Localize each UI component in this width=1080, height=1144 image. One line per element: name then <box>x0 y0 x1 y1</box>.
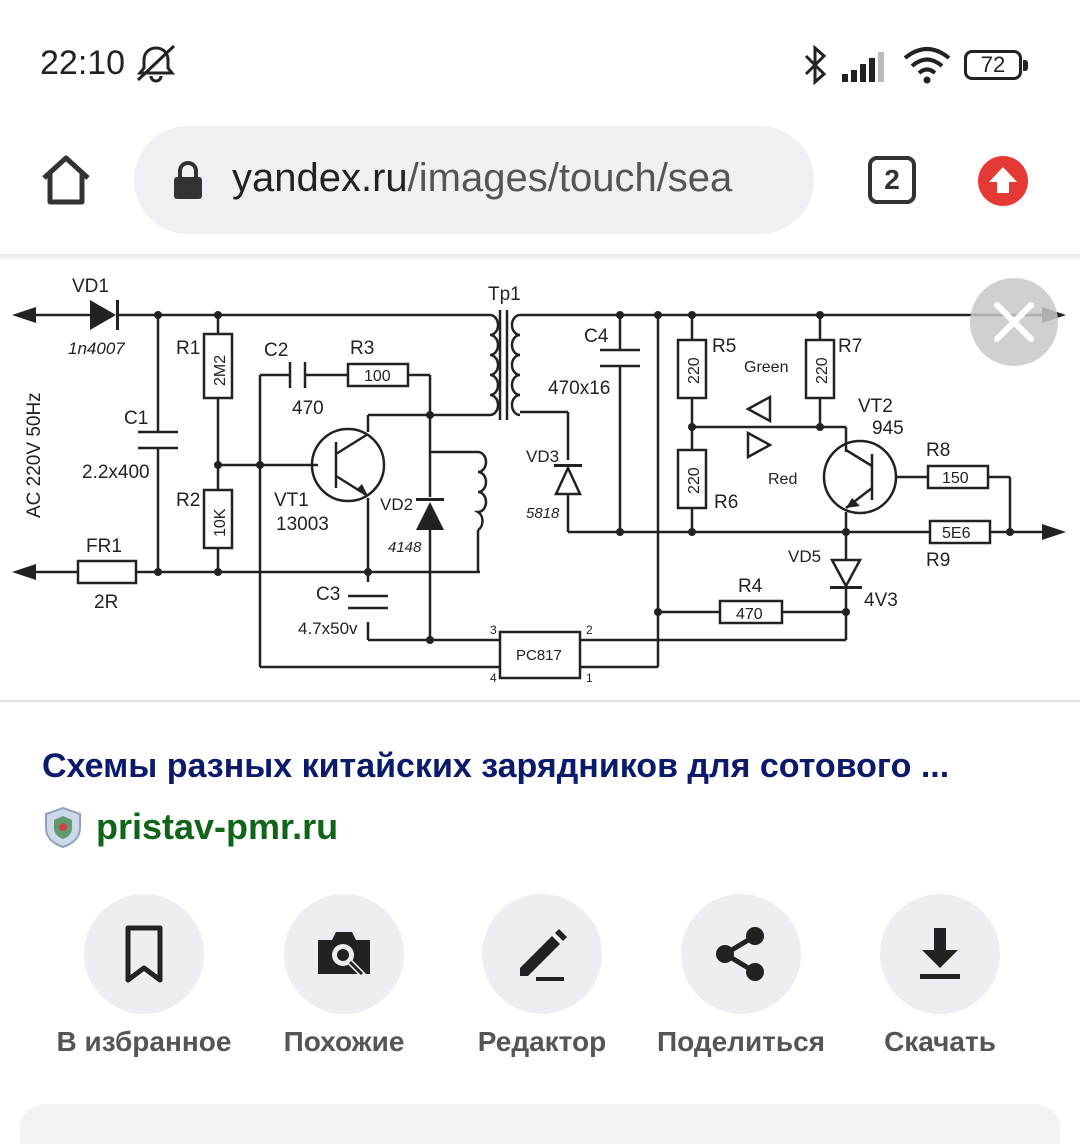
label-pin1: 1 <box>586 671 593 685</box>
label-vd1: VD1 <box>72 276 109 297</box>
label-r5-val: 220 <box>686 357 703 384</box>
schematic-image[interactable]: VD1 1n4007 AC 220V 50Hz R1 2M2 C2 470 R3… <box>0 262 1080 700</box>
editor-label: Редактор <box>477 1026 607 1057</box>
label-c3: C3 <box>316 584 340 605</box>
site-favicon-icon <box>45 806 81 848</box>
bookmark-icon <box>125 925 163 983</box>
label-r1-val: 2M2 <box>212 355 229 386</box>
url-text[interactable]: yandex.ru/images/touch/sea <box>232 156 794 201</box>
label-r4-val: 470 <box>736 606 763 623</box>
wifi-icon <box>903 47 951 84</box>
share-label: Поделиться <box>656 1026 826 1057</box>
label-c2-val: 470 <box>292 398 324 419</box>
update-arrow-icon[interactable] <box>977 155 1029 207</box>
tab-switcher-button[interactable]: 2 <box>868 156 916 204</box>
close-button[interactable] <box>970 278 1058 366</box>
label-c4: C4 <box>584 326 609 347</box>
label-red: Red <box>768 471 797 488</box>
label-pin3: 3 <box>490 623 497 637</box>
bookmark-label: В избранное <box>56 1026 232 1057</box>
bluetooth-icon <box>804 44 827 86</box>
label-green: Green <box>744 359 788 376</box>
label-r2-val: 10K <box>212 508 229 537</box>
lock-icon <box>174 161 202 199</box>
label-c2: C2 <box>264 340 288 361</box>
label-c3-val: 4.7x50v <box>298 619 358 638</box>
label-fr1: FR1 <box>86 536 122 557</box>
signal-icon <box>842 52 884 82</box>
label-vd2-part: 4148 <box>388 539 422 556</box>
label-vd5-val: 4V3 <box>864 590 898 611</box>
result-site-link[interactable]: pristav-pmr.ru <box>96 806 339 847</box>
label-vt1-part: 13003 <box>276 514 329 535</box>
header-shadow <box>0 254 1080 262</box>
label-pc817: PC817 <box>516 647 562 664</box>
label-vd3: VD3 <box>526 447 559 466</box>
label-r6: R6 <box>714 492 738 513</box>
label-r4: R4 <box>738 576 763 597</box>
label-r9-val: 5E6 <box>942 525 971 542</box>
label-r6-val: 220 <box>686 467 703 494</box>
label-vd5: VD5 <box>788 547 821 566</box>
label-r2: R2 <box>176 490 200 511</box>
home-icon[interactable] <box>40 154 92 206</box>
camera-search-icon <box>318 932 370 979</box>
label-pin4: 4 <box>490 671 497 685</box>
status-time: 22:10 <box>40 44 126 82</box>
battery-level: 72 <box>980 52 1006 77</box>
battery-icon: 72 <box>964 50 1028 80</box>
status-bar: 22:10 72 <box>0 0 1080 120</box>
url-path: /images/touch/sea <box>407 156 733 200</box>
label-c1: C1 <box>124 408 148 429</box>
label-ac: AC 220V 50Hz <box>24 392 45 518</box>
share-button[interactable]: Поделиться <box>641 894 841 1057</box>
label-r1: R1 <box>176 338 200 359</box>
label-c4-val: 470x16 <box>548 378 610 399</box>
label-r5: R5 <box>712 336 736 357</box>
bookmark-circle[interactable] <box>84 894 204 1014</box>
label-r7-val: 220 <box>814 357 831 384</box>
similar-circle[interactable] <box>284 894 404 1014</box>
label-vt2: VT2 <box>858 396 893 417</box>
divider <box>0 700 1080 702</box>
label-r3-val: 100 <box>364 368 391 385</box>
bookmark-button[interactable]: В избранное <box>44 894 244 1057</box>
label-vt2-part: 945 <box>872 418 904 439</box>
tab-count: 2 <box>884 164 900 195</box>
label-r9: R9 <box>926 550 950 571</box>
result-title-link[interactable]: Схемы разных китайских зарядников для со… <box>42 747 950 785</box>
pencil-icon <box>520 929 567 981</box>
similar-label: Похожие <box>283 1026 405 1057</box>
share-icon <box>716 927 764 981</box>
label-vt1: VT1 <box>274 490 309 511</box>
next-card-edge <box>20 1104 1060 1144</box>
label-pin2: 2 <box>586 623 593 637</box>
circuit-diagram: VD1 1n4007 AC 220V 50Hz R1 2M2 C2 470 R3… <box>12 276 1066 685</box>
label-c1-val: 2.2x400 <box>82 462 150 483</box>
label-vd3-part: 5818 <box>526 505 560 522</box>
download-circle[interactable] <box>880 894 1000 1014</box>
label-tp1: Tp1 <box>488 284 521 305</box>
label-r7: R7 <box>838 336 862 357</box>
download-button[interactable]: Скачать <box>840 894 1040 1057</box>
label-vd1-part: 1n4007 <box>68 339 125 358</box>
label-r8-val: 150 <box>942 470 969 487</box>
mute-icon <box>136 44 176 83</box>
url-domain: yandex.ru <box>232 156 408 200</box>
address-bar[interactable]: yandex.ru/images/touch/sea <box>134 126 814 234</box>
share-circle[interactable] <box>681 894 801 1014</box>
close-icon <box>994 302 1034 342</box>
label-vd2: VD2 <box>380 495 413 514</box>
label-fr1-val: 2R <box>94 592 118 613</box>
editor-circle[interactable] <box>482 894 602 1014</box>
download-icon <box>920 928 960 979</box>
download-label: Скачать <box>884 1026 996 1057</box>
label-r3: R3 <box>350 338 374 359</box>
similar-button[interactable]: Похожие <box>244 894 444 1057</box>
label-r8: R8 <box>926 440 950 461</box>
editor-button[interactable]: Редактор <box>442 894 642 1057</box>
